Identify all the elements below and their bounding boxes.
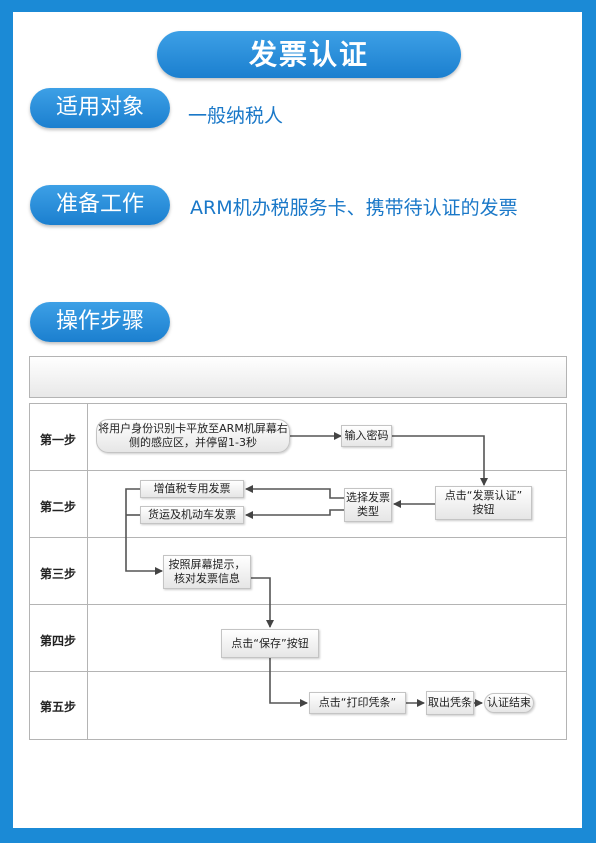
arrow-select-to-vat (245, 485, 344, 499)
node-select-type-line1: 选择发票 (346, 491, 390, 504)
step-label-5: 第五步 (39, 700, 76, 714)
section-label-steps: 操作步骤 (30, 302, 170, 342)
node-click-invoice-auth-line1: 点击“发票认证” (444, 489, 523, 502)
step-label-1: 第一步 (39, 433, 76, 447)
flowchart-header (29, 356, 567, 398)
step-label-3: 第三步 (39, 567, 76, 581)
node-take-receipt: 取出凭条 (426, 691, 474, 715)
node-vat-invoice: 增值税专用发票 (140, 480, 244, 498)
node-auth-end: 认证结束 (484, 693, 534, 713)
node-enter-password: 输入密码 (341, 425, 392, 447)
row-divider (29, 537, 567, 538)
page-title: 发票认证 (157, 31, 461, 78)
arrow-password-to-auth (392, 435, 488, 486)
node-insert-card-line2: 侧的感应区，并停留1-3秒 (129, 436, 257, 449)
node-insert-card-line1: 将用户身份识别卡平放至ARM机屏幕右 (98, 422, 288, 435)
step-column-divider (87, 403, 88, 739)
node-check-info-line1: 按照屏幕提示， (168, 558, 246, 571)
row-divider (29, 470, 567, 471)
section-label-prepare: 准备工作 (30, 185, 170, 225)
node-transport-vehicle-invoice: 货运及机动车发票 (140, 506, 244, 524)
section-label-target: 适用对象 (30, 88, 170, 128)
row-divider (29, 671, 567, 672)
node-check-info-line2: 核对发票信息 (174, 572, 240, 585)
node-select-type-line2: 类型 (357, 505, 379, 518)
arrow-select-to-transport (245, 509, 344, 519)
node-insert-card: 将用户身份识别卡平放至ARM机屏幕右 侧的感应区，并停留1-3秒 (96, 419, 290, 453)
arrow-save-to-print (269, 658, 308, 707)
node-click-invoice-auth-line2: 按钮 (472, 503, 495, 516)
node-check-info: 按照屏幕提示， 核对发票信息 (163, 555, 251, 589)
arrow-check-to-save (251, 577, 274, 628)
arrow-types-to-check (125, 488, 163, 575)
step-label-2: 第二步 (39, 500, 76, 514)
step-label-4: 第四步 (39, 634, 76, 648)
node-click-save: 点击“保存”按钮 (221, 629, 319, 658)
section-text-prepare: ARM机办税服务卡、携带待认证的发票 (190, 197, 518, 219)
row-divider (29, 604, 567, 605)
node-click-invoice-auth: 点击“发票认证” 按钮 (435, 486, 532, 520)
flowchart-body (29, 403, 567, 740)
node-select-invoice-type: 选择发票 类型 (344, 488, 392, 522)
node-click-print: 点击“打印凭条” (309, 692, 406, 714)
section-text-target: 一般纳税人 (188, 105, 284, 127)
